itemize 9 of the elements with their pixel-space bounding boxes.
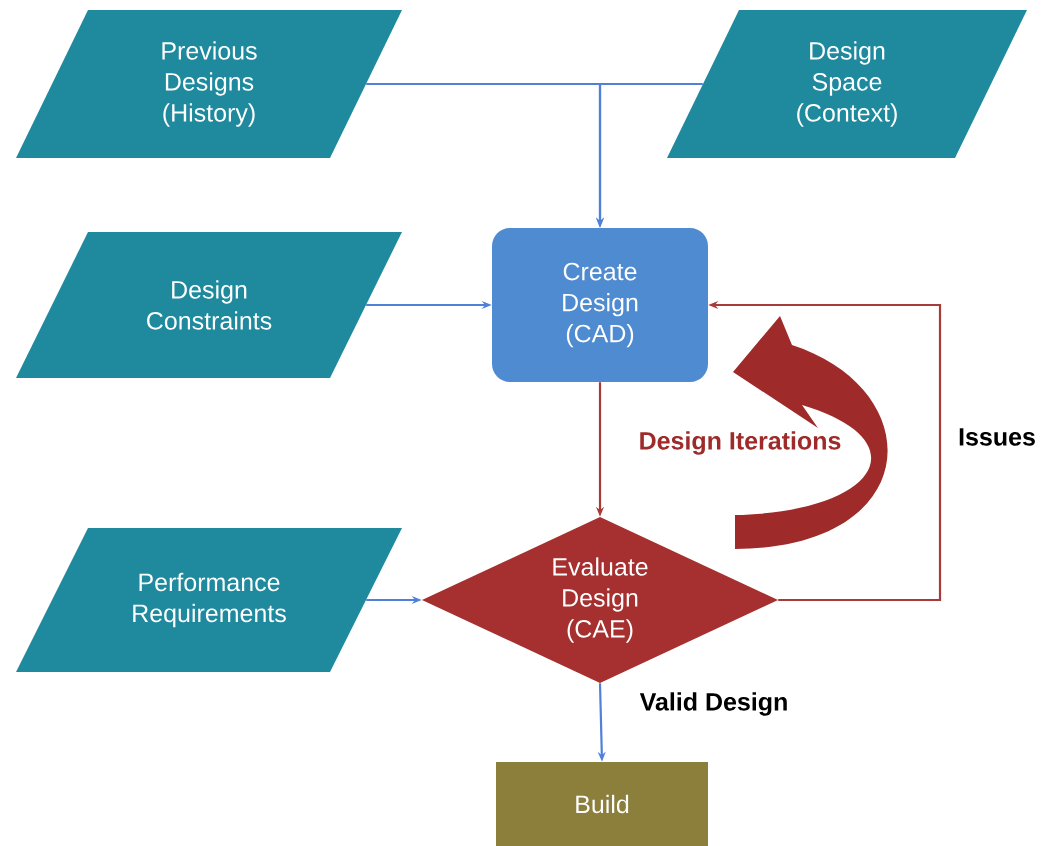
process-box: Build (496, 762, 708, 846)
process-box: Create Design (CAD) (492, 228, 708, 382)
data-parallelogram: Performance Requirements (16, 528, 402, 672)
edge-label: Issues (957, 427, 1037, 447)
data-parallelogram: Previous Designs (History) (16, 10, 402, 158)
data-parallelogram: Design Constraints (16, 232, 402, 378)
edge-label: Valid Design (638, 691, 790, 717)
data-parallelogram: Design Space (Context) (667, 10, 1027, 158)
iteration-label: Design Iterations (640, 431, 841, 455)
